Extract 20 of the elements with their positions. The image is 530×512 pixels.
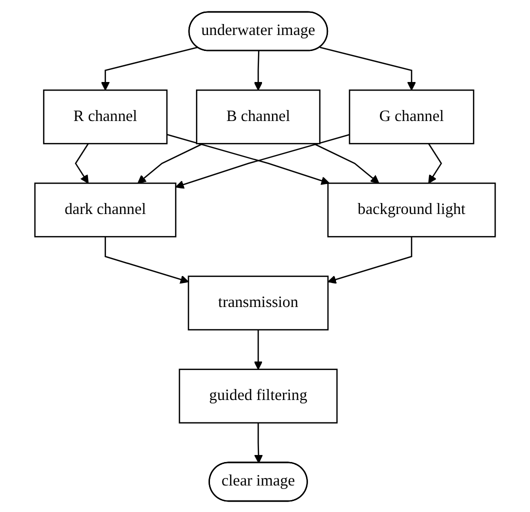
- arrow: [428, 142, 442, 184]
- arrow: [313, 142, 380, 184]
- arrow: [166, 133, 330, 184]
- node-box: transmission: [188, 275, 329, 330]
- node-box: dark channel: [34, 182, 176, 237]
- node-box: B channel: [196, 89, 320, 144]
- arrow: [137, 142, 204, 184]
- arrow: [328, 236, 412, 284]
- arrow: [104, 236, 189, 284]
- arrow: [254, 50, 263, 90]
- node-box: R channel: [43, 89, 168, 144]
- arrow: [254, 329, 263, 370]
- node-box: background light: [327, 182, 496, 237]
- arrow: [320, 46, 416, 90]
- arrow: [175, 133, 350, 188]
- node-box: guided filtering: [178, 368, 338, 423]
- arrow: [100, 46, 198, 90]
- node-box: G channel: [348, 89, 474, 144]
- arrow: [254, 422, 263, 463]
- arrow: [74, 142, 89, 184]
